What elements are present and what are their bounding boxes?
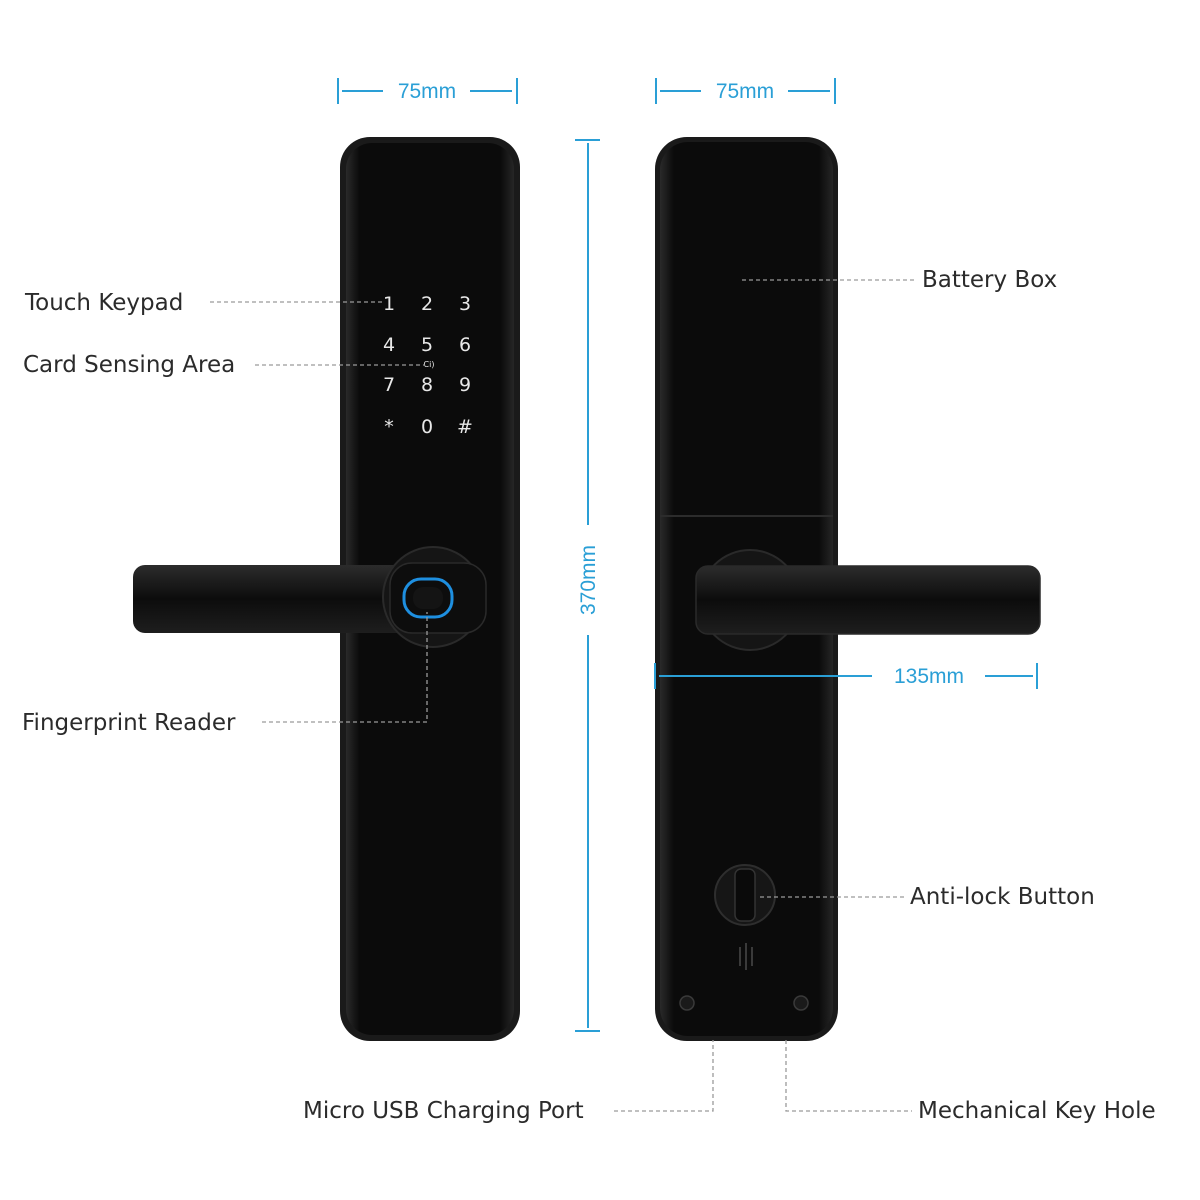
anti-lock-knob-icon [714,864,776,970]
mechanical-key-hole-label: Mechanical Key Hole [918,1098,1156,1124]
card-sensing-mark: Ci) [424,360,435,369]
key-2: 2 [421,293,433,315]
key-6: 6 [459,334,471,356]
back-width-label: 75mm [716,80,774,103]
front-width-dimension [337,78,518,104]
card-sensing-area-label: Card Sensing Area [23,352,235,378]
key-7: 7 [383,374,395,396]
key-0: 0 [421,416,433,438]
callout-leaders [210,279,915,1112]
key-hash: # [457,416,473,438]
fingerprint-sensor-icon [402,577,454,619]
key-3: 3 [459,293,471,315]
key-star: * [384,416,394,438]
height-label: 370mm [577,545,600,615]
back-width-dimension [655,78,836,104]
key-1: 1 [383,293,395,315]
fingerprint-reader-label: Fingerprint Reader [22,710,236,736]
key-4: 4 [383,334,395,356]
battery-box-label: Battery Box [922,267,1057,293]
key-9: 9 [459,374,471,396]
anti-lock-button-label: Anti-lock Button [910,884,1095,910]
touch-keypad: 1 2 3 4 5 6 7 8 9 * 0 # Ci) [383,293,473,438]
height-dimension [575,139,600,1032]
screw-icon [679,995,809,1011]
handle-length-dimension [654,663,1038,689]
key-5: 5 [421,334,433,356]
micro-usb-label: Micro USB Charging Port [303,1098,584,1124]
front-width-label: 75mm [398,80,456,103]
handle-length-label: 135mm [894,665,964,688]
key-8: 8 [421,374,433,396]
touch-keypad-label: Touch Keypad [24,290,183,316]
back-handle [695,549,1041,651]
